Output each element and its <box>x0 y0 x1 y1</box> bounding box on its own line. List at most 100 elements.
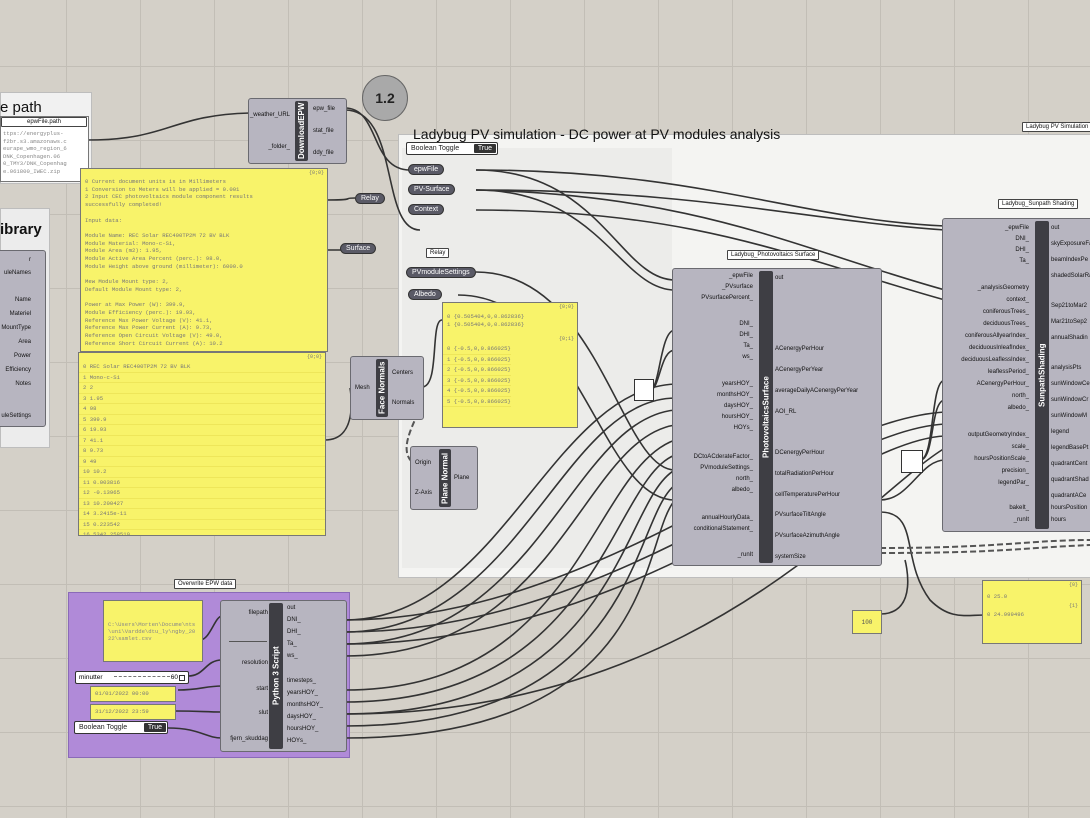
minutter-slider-track[interactable] <box>114 676 170 677</box>
relay-param-a[interactable]: Relay <box>355 193 385 204</box>
epw-path-line: DNK_Copenhagen.06 <box>3 152 61 160</box>
sunpath-input-label: coniferousAllyearIndex_ <box>964 333 1029 339</box>
python-input-fjern: fjern_skuddag <box>230 736 268 742</box>
normals-line-b: 3 {-0.5,0,0.866025} <box>443 376 511 386</box>
python-strip: Python 3 Script <box>269 603 283 749</box>
module-value-line: 9 49 <box>79 457 325 467</box>
zoom-badge-value: 1.2 <box>375 90 395 106</box>
module-info-lines: 0 Current document units is in Millimete… <box>81 169 327 347</box>
sunpath-output-label: annualShadin <box>1051 335 1088 341</box>
library-output-label: Notes <box>15 381 31 387</box>
download-epw-component[interactable]: _weather_URL _folder_ DownloadEPW epw_fi… <box>248 98 347 164</box>
pv-input-label: annualHourlyData_ <box>701 515 753 521</box>
sunpath-output-label: sunWindowCe <box>1051 381 1090 387</box>
minutter-slider[interactable]: minutter 60 <box>75 671 189 684</box>
relay-box-a[interactable] <box>634 379 654 401</box>
library-output-label: uleSettings <box>1 413 31 419</box>
sunpath-input-label: context_ <box>1006 297 1029 303</box>
module-value-line: 4 98 <box>79 404 325 415</box>
epw-path-panel[interactable]: epwFile.path ttps://energyplus-f2br.s3.a… <box>0 116 89 182</box>
normals-line-b: 2 {-0.5,0,0.866025} <box>443 365 511 376</box>
pv-output-label: cellTemperaturePerHour <box>775 492 841 498</box>
library-output-label: MountType <box>1 325 31 331</box>
number-100-panel[interactable]: 100 <box>852 610 882 634</box>
start-date-panel[interactable]: 01/01/2022 00:00 <box>90 686 176 702</box>
module-info-line: Module Material: Mono-c-Si, <box>85 239 176 247</box>
sunpath-input-label: bakeIt_ <box>1009 505 1029 511</box>
sunpath-output-label: legend <box>1051 429 1070 435</box>
surface-param[interactable]: Surface <box>340 243 377 254</box>
plane-normal-input-origin: Origin <box>415 460 432 466</box>
epw-file-param[interactable]: epwFile <box>408 164 445 175</box>
pv-output-label: totalRadiationPerHour <box>775 471 835 477</box>
sunpath-input-label: deciduousLeaflessIndex_ <box>961 357 1029 363</box>
module-value-line: 8 9.73 <box>79 446 325 457</box>
module-info-line: Module Active Area Percent (perc.): 98.0… <box>85 255 223 263</box>
module-info-line: Reference Open Circuit Voltage (V): 49.0… <box>85 332 223 340</box>
module-info-line: Power at Max Power (W): 399.9, <box>85 301 186 309</box>
normals-panel[interactable]: {0;0} 0 {0.505404,0,0.862836} 1 {0.50540… <box>442 302 578 428</box>
plane-normal-input-zaxis: Z-Axis <box>415 490 432 496</box>
python-output-label: HOYs_ <box>287 738 307 744</box>
pv-input-label: albedo_ <box>731 487 753 493</box>
boolean-toggle-bottom-value[interactable]: True <box>143 723 166 732</box>
module-info-panel[interactable]: {0;0} 0 Current document units is in Mil… <box>80 168 328 352</box>
module-value-line: 10 10.2 <box>79 467 325 478</box>
pv-surface-param[interactable]: PV-Surface <box>408 184 456 195</box>
boolean-toggle-bottom[interactable]: Boolean Toggle True <box>74 721 168 734</box>
results-line-a: 0 25.0 <box>987 593 1008 600</box>
plane-normal-component[interactable]: Origin Z-Axis Plane Normal Plane <box>410 446 478 510</box>
results-panel[interactable]: {0} 0 25.0 {1} 0 24.999496 <box>982 580 1082 644</box>
module-info-line: 0 Current document units is in Millimete… <box>85 178 226 185</box>
pv-output-label: out <box>775 275 784 281</box>
pv-module-settings-param[interactable]: PVmoduleSettings <box>406 267 476 278</box>
module-info-panel-header: {0;0} <box>308 170 324 176</box>
pv-input-label: _PVsurface <box>721 284 753 290</box>
sunpath-input-label: _epwFile <box>1004 225 1029 231</box>
pv-input-label: daysHOY_ <box>723 403 753 409</box>
python-output-label: timesteps_ <box>287 678 317 684</box>
pv-input-label: yearsHOY_ <box>721 381 753 387</box>
module-info-line <box>81 224 327 232</box>
module-info-line: 2 Input CEC photovoltaics module compone… <box>85 193 253 201</box>
epw-path-header: epwFile.path <box>1 117 87 127</box>
module-info-line: Module Name: REC Solar REC400TP2M 72 BV … <box>85 231 230 239</box>
filepath-panel[interactable]: C:\Users\Morten\Docume\nts\uni\Vardde\dt… <box>103 600 203 662</box>
sunpath-input-label: deciduousTrees_ <box>983 321 1029 327</box>
pv-input-label: Ta_ <box>743 343 753 349</box>
face-normals-output-centers: Centers <box>392 370 414 376</box>
python-output-label: monthsHOY_ <box>287 702 324 708</box>
python-input-filepath: filepath <box>248 610 268 616</box>
library-output-label: uleNames <box>3 270 31 276</box>
module-value-line: 16 5342.258519 <box>79 530 325 535</box>
download-epw-input-url: _weather_URL <box>249 112 290 118</box>
python-output-label: ws_ <box>287 653 298 659</box>
pv-input-label: ws_ <box>742 354 753 360</box>
face-normals-component[interactable]: Mesh Face Normals Centers Normals <box>350 356 424 420</box>
pv-output-label: ACenergyPerHour <box>775 346 825 352</box>
epw-path-line: f2br.s3.amazonaws.c <box>3 137 67 145</box>
python-script-component[interactable]: filepath resolution start slut fjern_sku… <box>220 600 347 752</box>
sunpath-output-label: hoursPosition <box>1051 505 1088 511</box>
boolean-toggle-top-value[interactable]: True <box>473 144 496 153</box>
sunpath-input-label: leaflessPeriod_ <box>987 369 1029 375</box>
boolean-toggle-top[interactable]: Boolean Toggle True <box>406 142 498 155</box>
pv-input-label: PVsurfacePercent_ <box>701 295 753 301</box>
file-path-group-title: e path <box>0 99 42 116</box>
module-value-line: 6 19.93 <box>79 425 325 436</box>
slut-date-panel[interactable]: 31/12/2022 23:59 <box>90 704 176 720</box>
albedo-param[interactable]: Albedo <box>408 289 442 300</box>
normals-header-a: {0;0} <box>558 304 574 310</box>
face-normals-strip: Face Normals <box>376 359 388 417</box>
normals-header-b: {0;1} <box>558 336 574 342</box>
minutter-slider-knob[interactable] <box>179 675 185 681</box>
minutter-slider-value: 60 <box>170 674 178 681</box>
relay-box-b[interactable] <box>901 450 923 473</box>
context-param[interactable]: Context <box>408 204 445 215</box>
